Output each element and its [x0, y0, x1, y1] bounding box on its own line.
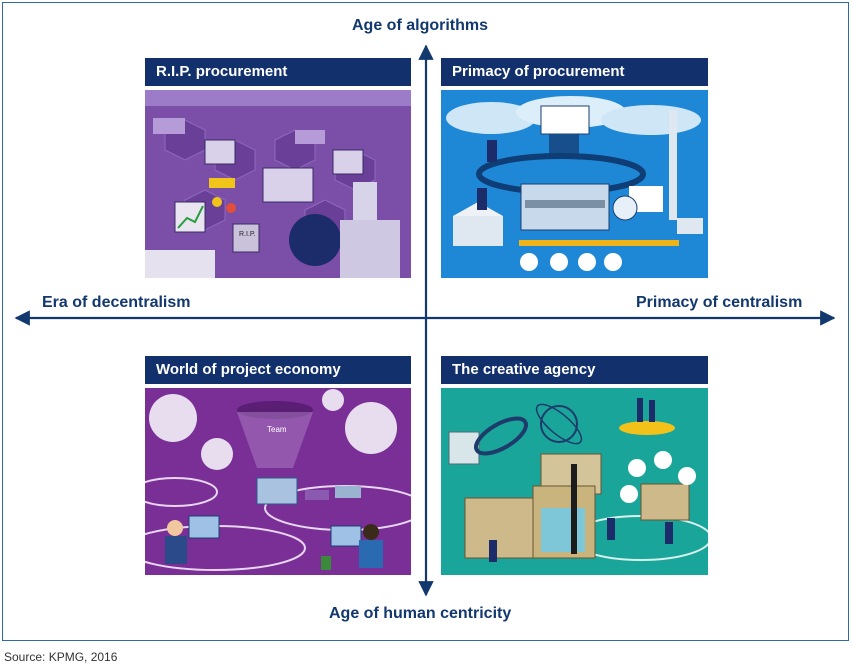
quadrant-title-world-of-project-economy: World of project economy — [145, 356, 411, 384]
illustration-primacy-of-procurement — [441, 90, 708, 278]
illustration-world-of-project-economy: Team — [145, 388, 411, 575]
source-note: Source: KPMG, 2016 — [4, 650, 118, 664]
diagram-frame — [2, 2, 849, 641]
axis-label-right: Primacy of centralism — [636, 294, 803, 311]
team-label: Team — [267, 425, 287, 434]
illustration-the-creative-agency — [441, 388, 708, 575]
axis-label-bottom: Age of human centricity — [329, 605, 512, 622]
quadrant-title-the-creative-agency: The creative agency — [441, 356, 708, 384]
quadrant-title-rip-procurement: R.I.P. procurement — [145, 58, 411, 86]
axis-label-left: Era of decentralism — [42, 294, 191, 311]
illustration-rip-procurement: R.I.P. — [145, 90, 411, 278]
axis-label-top: Age of algorithms — [352, 17, 489, 34]
rip-sign-text: R.I.P. — [239, 231, 256, 238]
quadrant-title-primacy-of-procurement: Primacy of procurement — [441, 58, 708, 86]
